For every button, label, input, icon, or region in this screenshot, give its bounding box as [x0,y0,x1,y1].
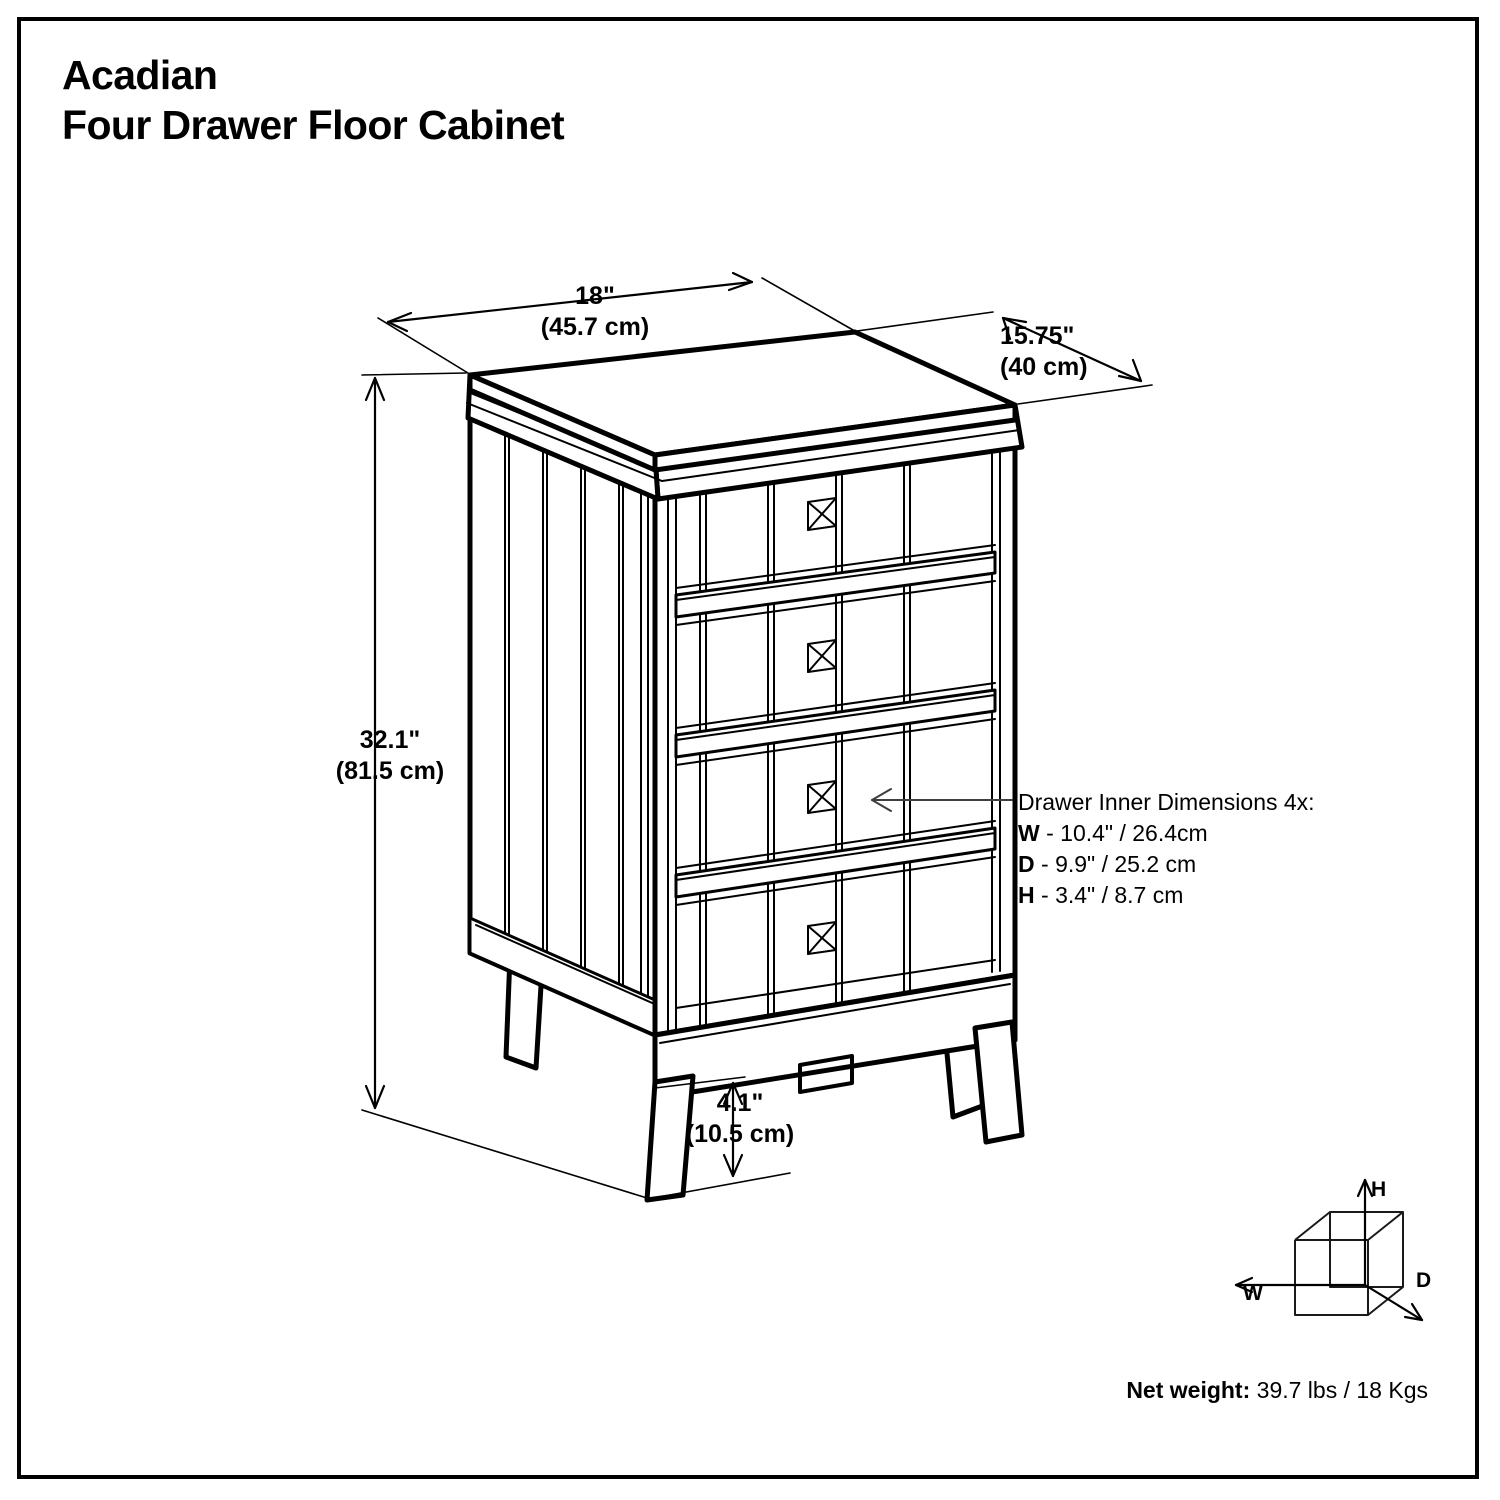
depth-metric: (40 cm) [1000,353,1088,381]
width-inches: 18" [575,282,615,310]
leg-metric: (10.5 cm) [685,1120,795,1148]
width-metric: (45.7 cm) [540,313,650,341]
height-metric: (81.5 cm) [335,757,445,785]
callout-row-width: W - 10.4" / 26.4cm [1018,818,1448,849]
drawer-rail [674,550,997,619]
product-name: Acadian [62,52,218,98]
callout-key-h: H [1018,882,1035,908]
drawer-rail [674,826,997,899]
drawer-callout-leader [871,788,1013,812]
net-weight-label: Net weight: [1126,1377,1251,1403]
height-inches: 32.1" [359,726,421,754]
drawer-knob[interactable] [807,921,837,955]
width-dimension-line [377,271,854,374]
drawer-rail [674,688,997,759]
axis-label-width: W [1243,1282,1263,1305]
callout-heading: Drawer Inner Dimensions 4x: [1018,789,1315,815]
callout-row-height: H - 3.4" / 8.7 cm [1018,880,1448,911]
axis-legend-cube [1234,1178,1424,1322]
leg-clearance-label: 4.1" (10.5 cm) [665,1088,815,1150]
axis-label-depth: D [1416,1269,1432,1292]
depth-inches: 15.75" [1000,322,1075,350]
callout-value-h: - 3.4" / 8.7 cm [1041,882,1184,908]
width-dimension-label: 18" (45.7 cm) [500,281,690,343]
drawer-knob[interactable] [807,639,837,673]
height-dimension-label: 32.1" (81.5 cm) [310,725,470,787]
callout-key-w: W [1018,820,1040,846]
depth-dimension-label: 15.75" (40 cm) [1000,321,1160,383]
callout-value-w: - 10.4" / 26.4cm [1046,820,1208,846]
axis-label-height: H [1371,1178,1387,1201]
height-dimension-line [361,372,648,1199]
leg-dimension-line [647,1076,791,1200]
product-subtitle: Four Drawer Floor Cabinet [62,102,565,148]
callout-row-depth: D - 9.9" / 25.2 cm [1018,849,1448,880]
net-weight-value: 39.7 lbs / 18 Kgs [1256,1377,1428,1403]
drawer-knob[interactable] [807,497,837,531]
drawer-knob[interactable] [807,780,837,814]
callout-value-d: - 9.9" / 25.2 cm [1041,851,1197,877]
page-title: Acadian Four Drawer Floor Cabinet [62,50,962,150]
depth-dimension-line [856,311,1153,405]
callout-key-d: D [1018,851,1035,877]
leg-inches: 4.1" [716,1089,764,1117]
net-weight: Net weight: 39.7 lbs / 18 Kgs [1126,1377,1428,1404]
drawer-inner-dimensions-callout: Drawer Inner Dimensions 4x: W - 10.4" / … [1018,787,1448,911]
